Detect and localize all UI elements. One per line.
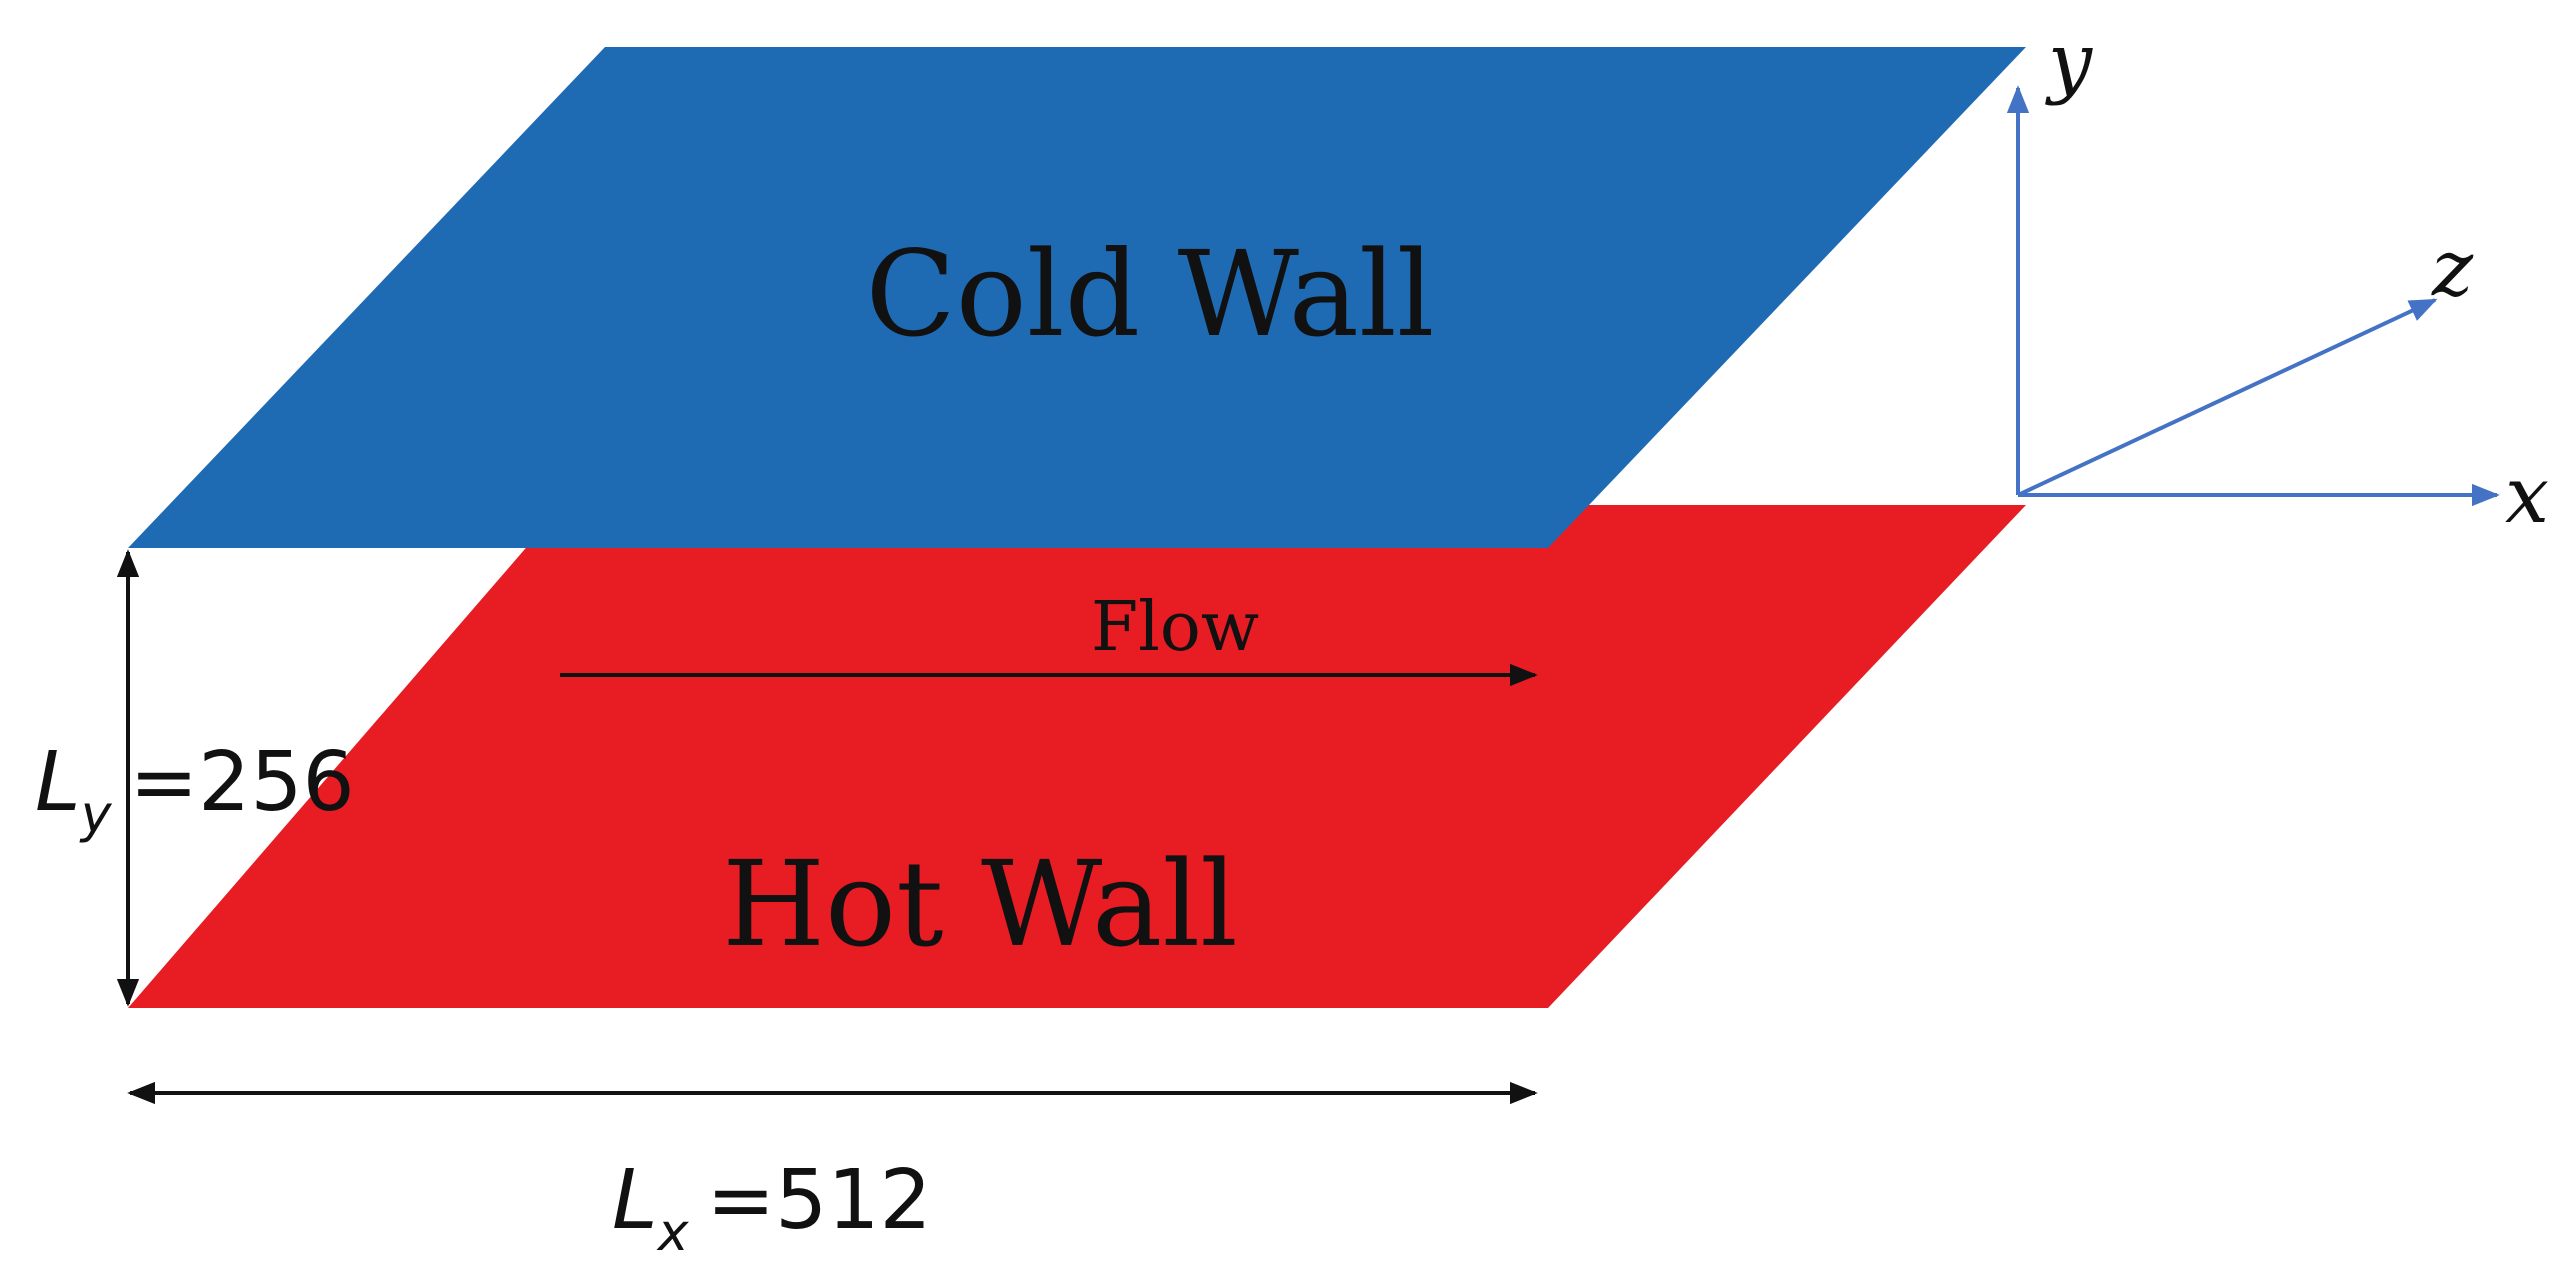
hot-wall-label: Hot Wall [722,835,1238,973]
hot-wall-plate [128,505,2026,1008]
z-axis-label: z [2431,224,2474,314]
length-dimension-label: Lx =512 [612,1153,932,1263]
flow-label: Flow [1091,588,1259,667]
length-symbol: L [612,1153,658,1248]
length-value: =512 [706,1153,931,1248]
cold-wall-plate [128,47,2026,548]
height-value: =256 [129,735,354,830]
height-dimension-label: Ly =256 [35,735,355,845]
length-subscript: x [656,1203,690,1263]
coordinate-axes: y x z [2006,17,2549,541]
height-symbol: L [35,735,81,830]
cold-wall-label: Cold Wall [866,225,1435,363]
x-axis-label: x [2505,451,2549,541]
height-subscript: y [79,785,113,845]
z-axis-arrow [2017,298,2438,497]
y-axis-label: y [2045,17,2093,107]
